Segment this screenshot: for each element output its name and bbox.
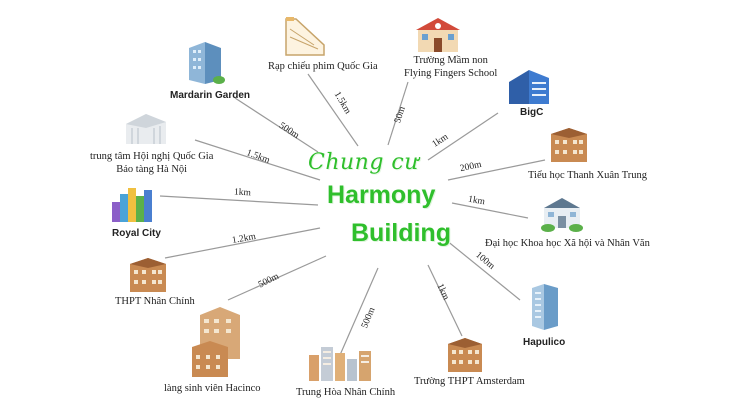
connector-university (451, 202, 529, 219)
connector-bigc (427, 112, 499, 161)
urban-area-icon (309, 347, 371, 381)
label-convention: trung tâm Hội nghị Quốc Gia Bảo tàng Hà … (90, 150, 213, 176)
connector-trunghoa (339, 267, 379, 356)
tower-icon (532, 284, 558, 330)
title-building: Building (351, 219, 451, 247)
label-royal-city: Royal City (112, 228, 161, 239)
label-kindergarten-line1: Trường Mầm non (413, 55, 488, 66)
highschool-icon (448, 338, 482, 372)
title-harmony: Harmony (327, 181, 436, 209)
label-hacinco: làng sinh viên Hacinco (164, 383, 261, 394)
label-trunghoa: Trung Hòa Nhân Chính (296, 387, 396, 398)
cinema-icon (285, 17, 325, 56)
connector-hacinco (227, 255, 327, 301)
connector-cinema (307, 73, 359, 147)
connector-hapulico (445, 239, 521, 301)
dormitory-icon (192, 307, 240, 377)
convention-center-icon (126, 114, 166, 144)
label-kindergarten: Trường Mầm non Flying Fingers School (404, 54, 497, 80)
highschool-icon (130, 258, 166, 292)
label-convention-line2: Bảo tàng Hà Nội (116, 164, 188, 175)
label-mardarin: Mardarin Garden (170, 90, 251, 101)
apartment-icon (189, 42, 225, 84)
primary-school-icon (551, 128, 587, 162)
title-chung-cu: Chung cư (308, 150, 419, 175)
label-amsterdam: Trường THPT Amsterdam (414, 376, 525, 387)
label-university: Đại học Khoa học Xã hội và Nhân Văn (485, 238, 650, 249)
university-icon (541, 198, 583, 232)
label-bigc: BigC (520, 107, 544, 118)
connector-convention (194, 139, 321, 181)
label-nhanchinh: THPT Nhân Chính (115, 296, 195, 307)
royal-city-icon (112, 188, 152, 222)
connector-nhanchinh (164, 227, 321, 259)
label-cinema: Rạp chiếu phim Quốc Gia (268, 61, 378, 72)
connector-thanhxuan (447, 159, 546, 181)
label-thanhxuan: Tiểu học Thanh Xuân Trung (528, 170, 648, 181)
label-kindergarten-line2: Flying Fingers School (404, 68, 498, 79)
label-convention-line1: trung tâm Hội nghị Quốc Gia (90, 151, 214, 162)
connector-kindergarten (387, 81, 409, 146)
connector-royal (159, 195, 319, 206)
label-hapulico: Hapulico (523, 337, 566, 348)
connector-amsterdam (427, 264, 463, 337)
connector-mardarin (234, 97, 319, 153)
school-icon (416, 18, 460, 52)
supermarket-icon (509, 70, 549, 104)
distance-royal: 1km (233, 187, 252, 199)
